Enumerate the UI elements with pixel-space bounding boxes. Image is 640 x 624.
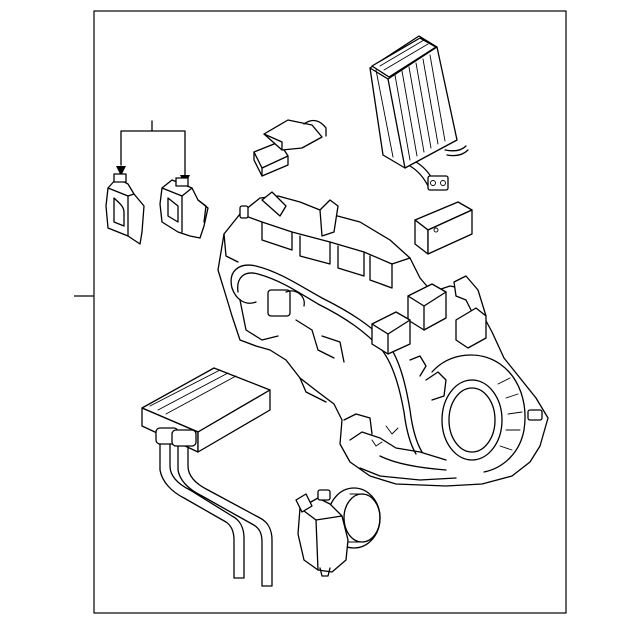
diagram-frame [93, 10, 567, 614]
temperature-actuator-icon [159, 177, 209, 239]
blower-motor-icon [295, 487, 381, 577]
actuator-callout-bracket [116, 120, 190, 185]
blower-resistor-icon [253, 119, 327, 177]
foam-seal-icon [414, 201, 473, 255]
heater-core-icon [141, 367, 273, 587]
hvac-case-icon [217, 191, 549, 487]
mode-actuator-icon [105, 173, 145, 245]
evaporator-core-icon [369, 35, 469, 191]
